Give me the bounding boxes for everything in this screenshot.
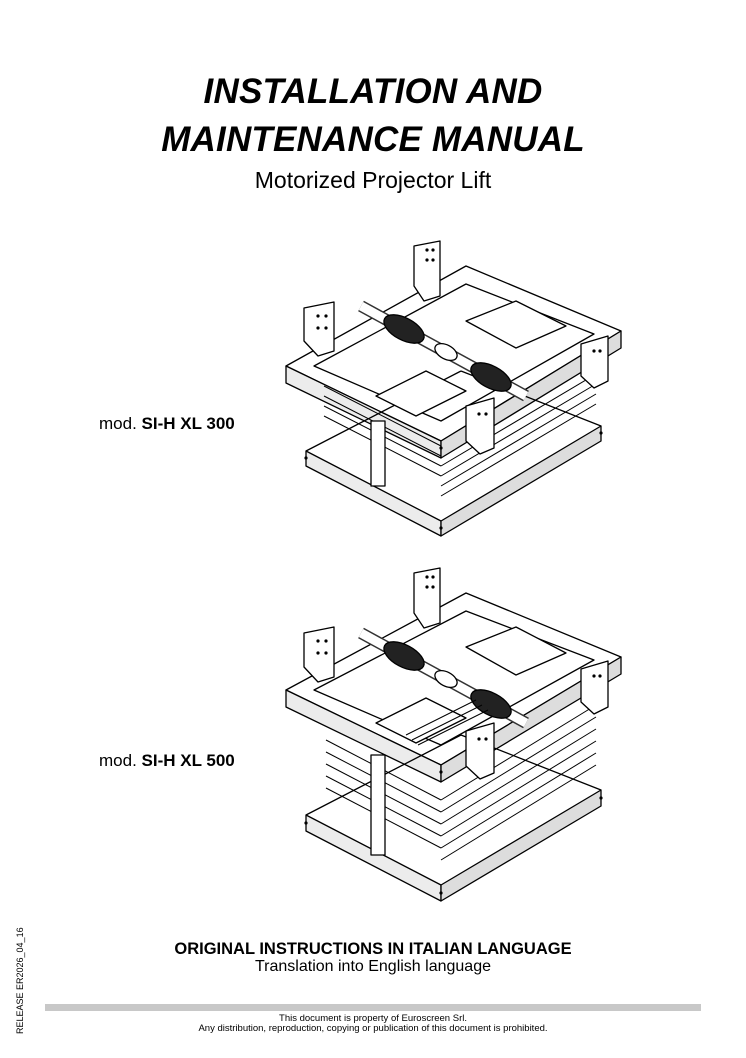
translation-note: Translation into English language — [254, 958, 491, 975]
lift-illustration-xl300 — [276, 236, 626, 548]
footer-property-note: This document is property of Euroscreen … — [279, 1013, 467, 1024]
title-line-2: MAINTENANCE MANUAL — [161, 120, 585, 159]
title-line-1: INSTALLATION AND — [203, 72, 543, 111]
model-name: SI-H XL 300 — [141, 414, 235, 433]
model-prefix: mod. — [99, 751, 137, 770]
model-prefix: mod. — [99, 414, 137, 433]
footer-copyright-note: Any distribution, reproduction, copying … — [198, 1023, 548, 1034]
original-language-note: ORIGINAL INSTRUCTIONS IN ITALIAN LANGUAG… — [174, 940, 572, 958]
subtitle: Motorized Projector Lift — [254, 167, 492, 193]
model-label-xl300: mod. SI-H XL 300 — [99, 414, 235, 434]
lift-illustration-xl500 — [276, 565, 626, 915]
model-label-xl500: mod. SI-H XL 500 — [99, 751, 235, 771]
model-name: SI-H XL 500 — [141, 751, 235, 770]
footer-divider — [45, 1004, 701, 1011]
